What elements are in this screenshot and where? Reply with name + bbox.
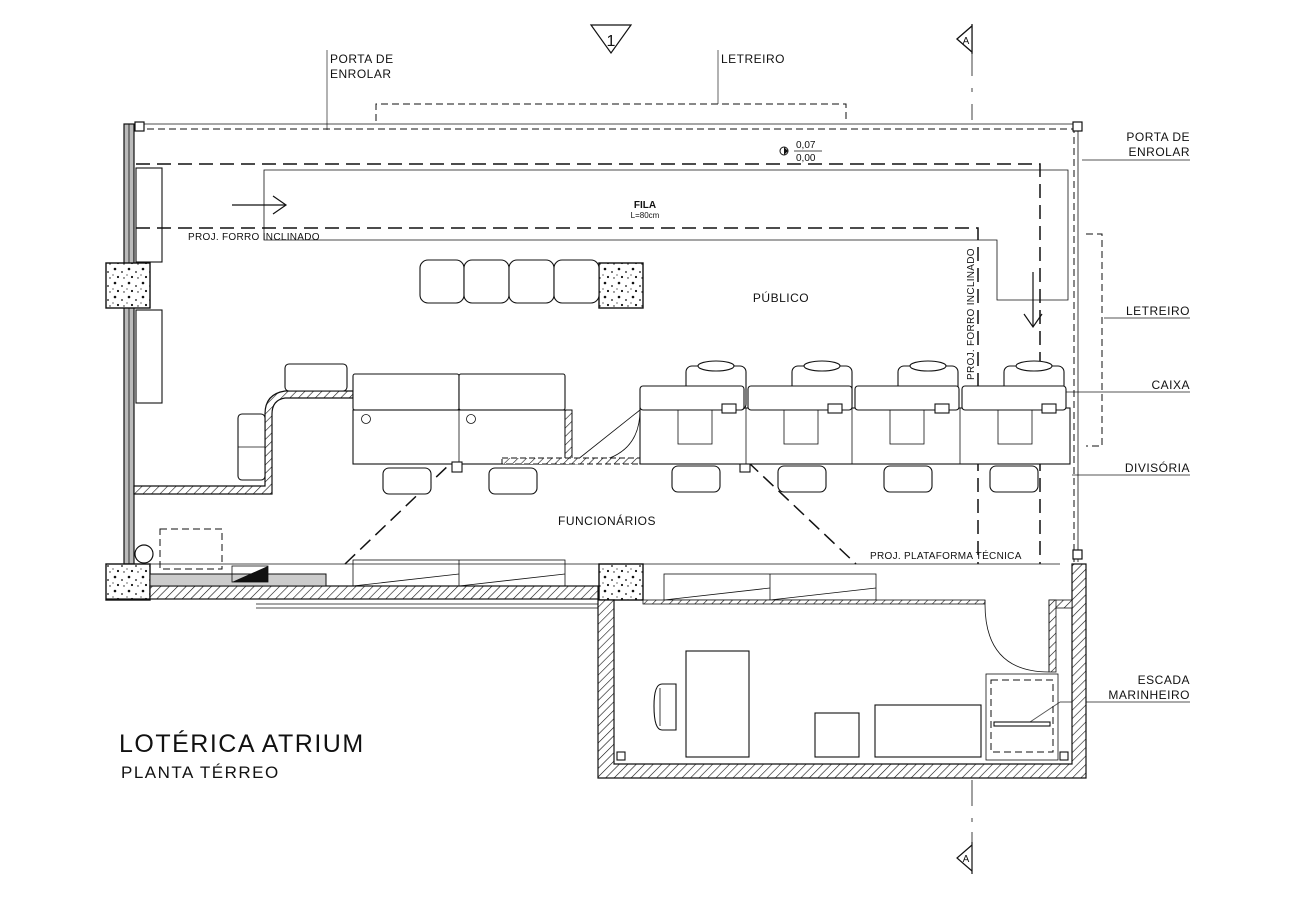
- label-fila-width: L=80cm: [631, 211, 660, 220]
- label-proj-forro-vertical: PROJ. FORRO INCLINADO: [966, 248, 977, 380]
- label-escada-2: MARINHEIRO: [1108, 688, 1190, 702]
- label-porta-enrolar-right-1: PORTA DE: [1126, 130, 1190, 144]
- label-porta-enrolar-right-2: ENROLAR: [1128, 145, 1190, 159]
- level-bottom: 0,00: [796, 153, 816, 164]
- back-office-room: [597, 563, 1087, 779]
- section-letter-bottom: A: [963, 854, 970, 865]
- column-center-bottom: [598, 563, 644, 601]
- waiting-sofa: [419, 259, 600, 304]
- label-letreiro-right: LETREIRO: [1126, 304, 1190, 318]
- label-letreiro-top: LETREIRO: [721, 52, 785, 66]
- column-left-bottom: [105, 563, 151, 601]
- label-divisoria: DIVISÓRIA: [1125, 460, 1190, 475]
- view-number: 1: [607, 33, 616, 50]
- column-public: [598, 262, 644, 309]
- label-porta-enrolar-top-2: ENROLAR: [330, 67, 392, 81]
- drawing-title: LOTÉRICA ATRIUM: [119, 729, 365, 758]
- label-proj-forro-horizontal: PROJ. FORRO INCLINADO: [188, 232, 320, 243]
- label-proj-plataforma: PROJ. PLATAFORMA TÉCNICA: [870, 549, 1022, 562]
- label-fila: FILA: [634, 200, 656, 211]
- label-porta-enrolar-top-1: PORTA DE: [330, 52, 394, 66]
- section-marker-bottom: A: [956, 842, 973, 874]
- cashier-stations: [639, 360, 1071, 493]
- section-letter-top: A: [963, 36, 970, 47]
- main-hall: [105, 121, 1083, 609]
- drawing-subtitle: PLANTA TÉRREO: [121, 763, 280, 782]
- section-marker-top: A: [956, 24, 973, 54]
- level-top: 0,07: [796, 140, 816, 151]
- label-caixa: CAIXA: [1151, 378, 1190, 392]
- level-marker: 0,07 0,00: [779, 140, 822, 164]
- view-marker: 1: [589, 24, 633, 55]
- label-publico: PÚBLICO: [753, 290, 809, 305]
- column-left-top: [105, 262, 151, 309]
- label-escada-1: ESCADA: [1138, 673, 1190, 687]
- label-funcionarios: FUNCIONÁRIOS: [558, 513, 656, 528]
